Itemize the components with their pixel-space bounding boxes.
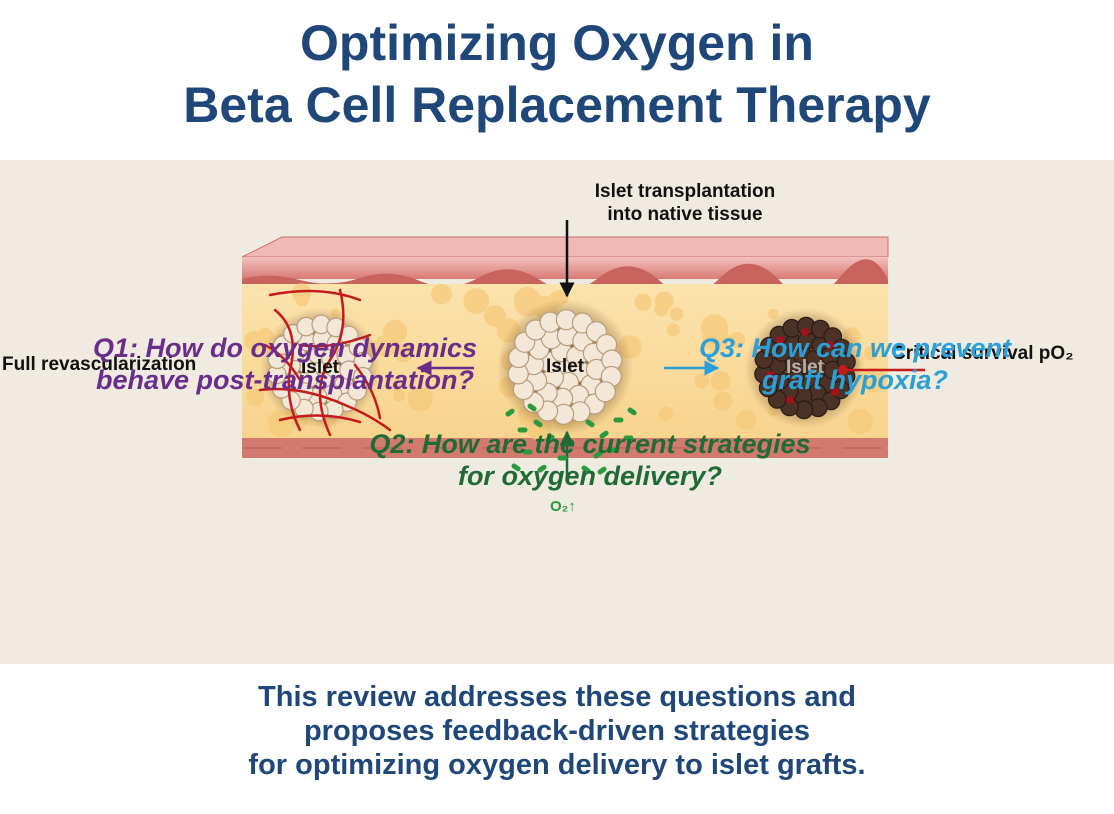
fat-cell: [383, 319, 408, 345]
summary-line-2: proposes feedback-driven strategies: [303, 715, 811, 747]
question-2-line-2: for oxygen delivery?: [457, 461, 723, 491]
oxygen-dash: [597, 466, 607, 475]
oxygen-dash: [537, 464, 547, 473]
tissue-diagram: [241, 220, 925, 478]
oxygen-dash: [511, 463, 521, 472]
fat-cell: [658, 406, 674, 421]
fat-cell: [244, 330, 265, 352]
fat-cell: [847, 408, 873, 435]
fat-cell: [654, 302, 669, 317]
fat-cell: [394, 343, 414, 363]
islet-transplanted: [497, 299, 633, 435]
islet-cell: [594, 381, 616, 403]
necrotic-spot: [831, 388, 839, 396]
question-3: Q3: How can we prevent graft hypoxia?: [640, 332, 1070, 396]
fat-cell: [702, 324, 729, 352]
necrotic-spot: [826, 341, 834, 349]
islet-label-3: Islet: [785, 357, 825, 378]
summary-line-1: This review addresses these questions an…: [258, 681, 856, 713]
oxygen-label: O₂↑: [550, 498, 576, 515]
islet-revascularized: [258, 288, 392, 437]
fat-cell: [391, 379, 405, 392]
oxygen-dash: [545, 434, 555, 443]
oxygen-dash: [585, 419, 595, 428]
fat-cell: [713, 391, 733, 411]
top-label: Islet transplantation into native tissue: [540, 180, 830, 226]
title-line-2: Beta Cell Replacement Therapy: [183, 77, 931, 133]
fat-cell: [863, 346, 879, 361]
blood-vessels: [258, 288, 392, 437]
fat-cell: [484, 305, 506, 327]
fat-cell: [867, 377, 881, 390]
page-title: Optimizing Oxygen in Beta Cell Replaceme…: [0, 12, 1114, 136]
necrotic-spot: [766, 371, 774, 379]
islet-cell: [347, 381, 367, 401]
fat-cell: [736, 410, 756, 430]
fat-cell: [407, 386, 433, 412]
fat-cell: [669, 307, 684, 321]
oxygen-dash: [527, 403, 537, 412]
oxygen-dash: [599, 430, 609, 439]
necrotic-spot: [786, 396, 794, 404]
fat-cell: [246, 388, 265, 407]
right-label: Critical survival pO₂: [892, 343, 1074, 364]
fat-cell: [634, 293, 652, 311]
question-2: Q2: How are the current strategies for o…: [280, 428, 900, 492]
oxygen-particles: [505, 403, 637, 475]
fat-cell: [295, 293, 309, 307]
necrotic-spot: [776, 336, 784, 344]
fat-cell: [463, 288, 490, 314]
question-3-line-1: Q3: How can we prevent: [698, 333, 1012, 363]
oxygen-dash: [593, 450, 603, 459]
top-label-line-2: into native tissue: [607, 204, 763, 225]
oxygen-dash: [627, 407, 637, 416]
question-1: Q1: How do oxygen dynamics behave post-t…: [40, 332, 530, 396]
fat-cell: [710, 370, 731, 391]
islet-hypoxic: [745, 308, 865, 428]
top-label-line-1: Islet transplantation: [594, 181, 776, 202]
necrotic-spot: [801, 328, 809, 336]
fat-cell: [431, 283, 452, 305]
question-3-line-2: graft hypoxia?: [761, 365, 949, 395]
oxygen-dash: [581, 465, 591, 474]
fat-cell: [728, 331, 746, 349]
islet-label-1: Islet: [300, 357, 340, 378]
critical-po2-marker: [838, 365, 848, 375]
question-1-line-1: Q1: How do oxygen dynamics: [92, 333, 478, 363]
left-label: Full revascularization: [2, 354, 197, 375]
oxygen-dash: [533, 419, 543, 428]
fat-cell: [392, 389, 406, 402]
summary-text: This review addresses these questions an…: [0, 680, 1114, 782]
fat-cell: [694, 373, 710, 389]
oxygen-dash: [505, 408, 515, 417]
title-line-1: Optimizing Oxygen in: [300, 15, 814, 71]
fat-cell: [666, 323, 680, 337]
summary-line-3: for optimizing oxygen delivery to islet …: [248, 749, 866, 781]
question-2-line-1: Q2: How are the current strategies: [369, 429, 811, 459]
islet-label-2: Islet: [545, 356, 585, 377]
question-1-line-2: behave post-transplantation?: [95, 365, 475, 395]
